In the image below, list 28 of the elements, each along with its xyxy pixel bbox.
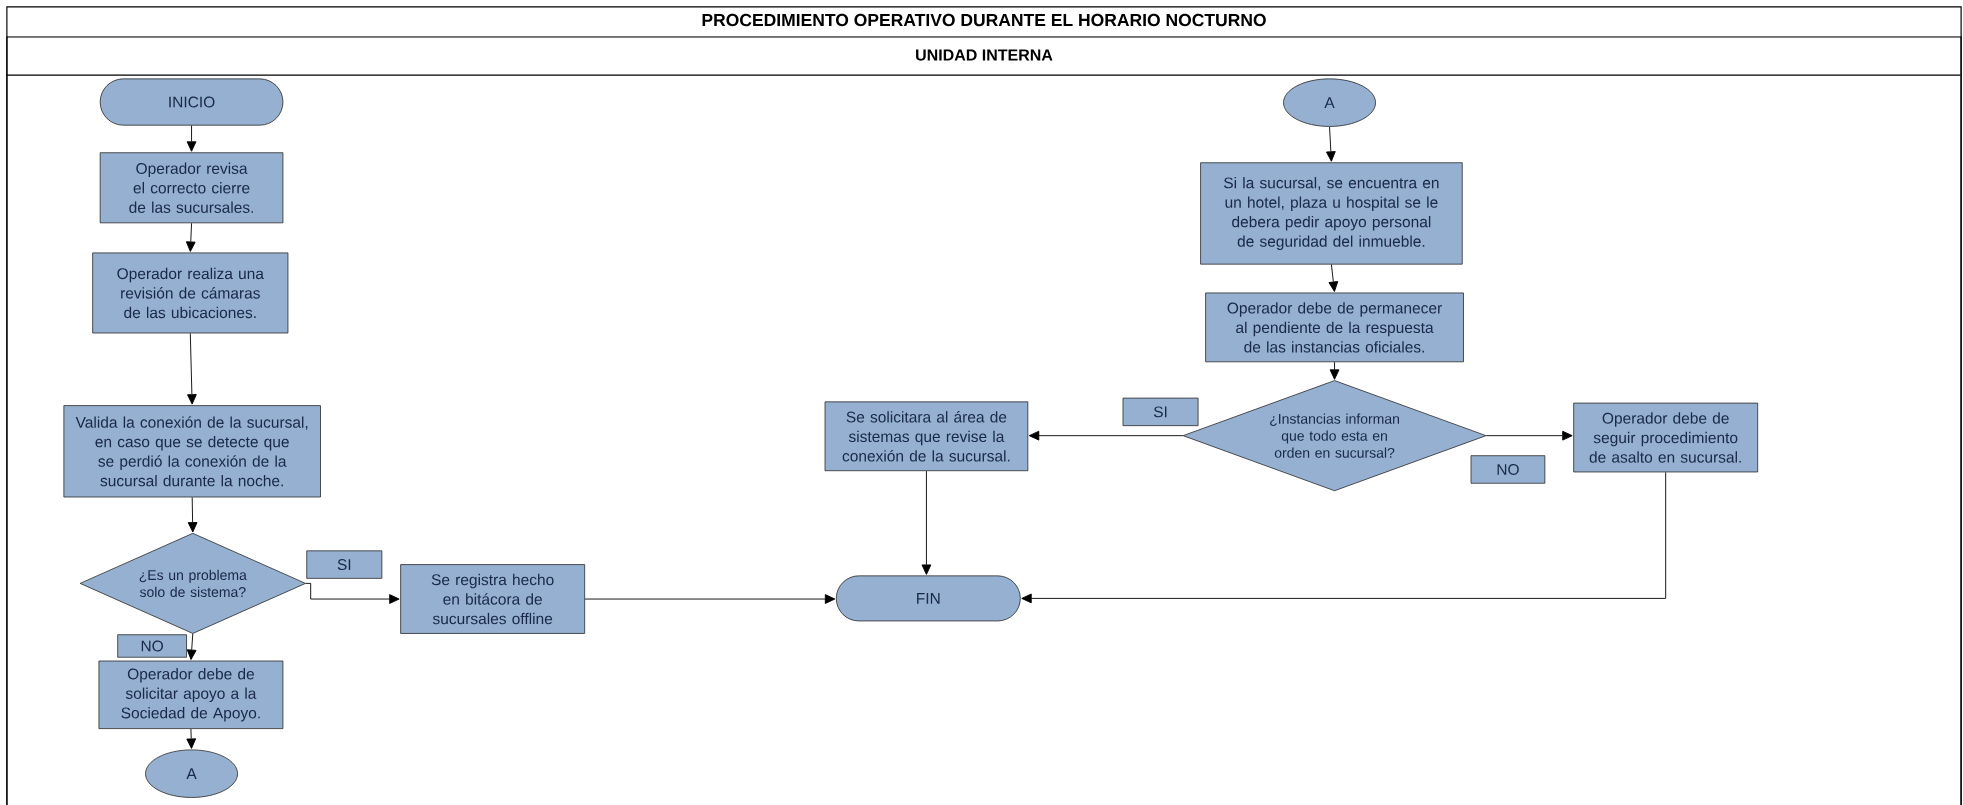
arrow <box>1328 264 1339 292</box>
arrow <box>305 582 400 604</box>
process-box: Valida la conexión de la sucursal, en caso que se detecte que se perdió la conexión de la sucursal durante la noche. <box>63 405 321 498</box>
arrow <box>185 222 196 252</box>
process-box: Se solicitara al área de sistemas que revise la conexión de la sucursal. <box>824 401 1029 472</box>
arrow <box>1021 471 1667 604</box>
arrow <box>187 332 197 405</box>
arrow <box>186 125 197 152</box>
arrow <box>1485 430 1573 441</box>
process-box: Operador debe de seguir procedimiento de asalto en sucursal. <box>1573 402 1759 473</box>
arrow <box>1028 430 1184 441</box>
edge-label: SI <box>306 550 383 579</box>
arrow <box>186 728 197 749</box>
process-box: Operador debe de solicitar apoyo a la Sociedad de Apoyo. <box>98 660 284 729</box>
arrow <box>187 496 198 533</box>
edge-label: NO <box>1470 455 1546 484</box>
process-box: Operador debe de permanecer al pendiente de la respuesta de las instancias oficiales. <box>1205 292 1464 363</box>
arrow <box>1329 361 1340 380</box>
edge-label: NO <box>117 634 187 658</box>
process-box: Operador revisa el correcto cierre de las sucursales. <box>99 152 284 224</box>
process-box: Se registra hecho en bitácora de sucursales offline <box>400 564 586 634</box>
arrow <box>921 470 932 575</box>
arrow <box>584 594 836 604</box>
edge-label: SI <box>1122 397 1199 427</box>
process-box: Si la sucursal, se encuentra en un hotel, plaza u hospital se le debera pedir apoyo personal de seguridad del inmueble. <box>1200 162 1463 265</box>
arrow <box>1326 126 1336 162</box>
arrow <box>186 633 197 660</box>
process-box: Operador realiza una revisión de cámaras de las ubicaciones. <box>92 252 289 334</box>
